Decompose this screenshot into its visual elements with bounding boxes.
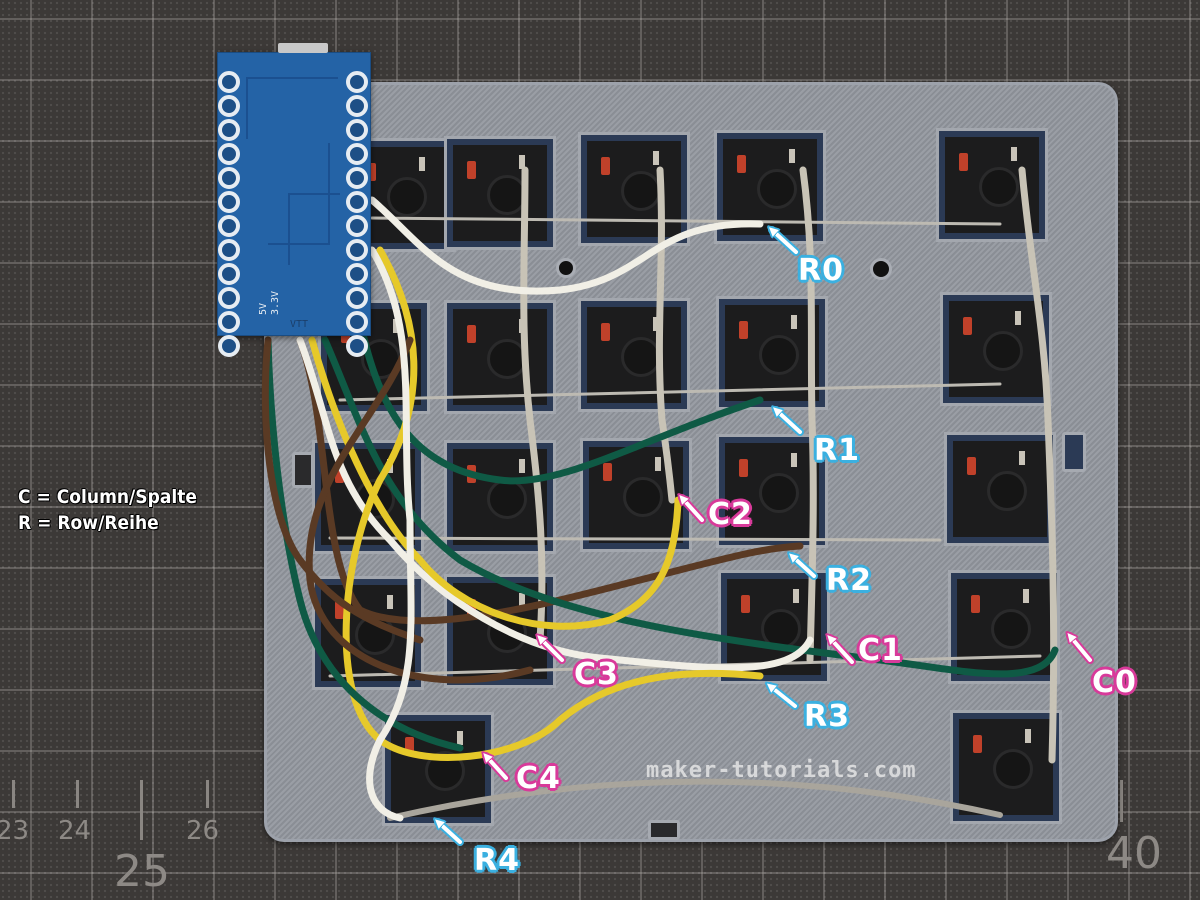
arrow-up-left-icon-c4: [486, 756, 510, 782]
wire-green-c0: [321, 336, 1059, 678]
screw-hole: [556, 258, 576, 278]
arrow-up-left-icon-r2: [792, 556, 818, 580]
arrow-up-left-icon-r0: [772, 230, 800, 256]
arrow-up-left-icon-c0: [1070, 636, 1094, 664]
ruler-tick: [12, 780, 15, 808]
ruler-tick: [140, 780, 143, 840]
wire-yellow-c2: [308, 336, 682, 630]
arrow-up-left-icon-r1: [776, 410, 804, 436]
key-switch-r4-c0: [950, 710, 1062, 824]
wire-white-r3: [296, 336, 814, 672]
diode: [741, 595, 750, 613]
col-wire-c1: [799, 166, 817, 664]
diode: [335, 465, 344, 483]
diode: [971, 595, 980, 613]
label-r2: R2: [826, 563, 872, 598]
label-c3: C3: [574, 657, 619, 692]
label-r3: R3: [804, 699, 850, 734]
arrow-up-left-icon-c3: [540, 638, 566, 664]
arrow-up-left-icon-r4: [438, 822, 464, 846]
pro-micro-board: 5V 3.3V VTT: [217, 43, 371, 357]
diode: [405, 737, 414, 755]
wire-brown-r2: [296, 336, 804, 625]
row-wire-r4: [387, 778, 1003, 821]
diode: [963, 317, 972, 335]
silk-mark: VTT: [290, 319, 309, 330]
watermark: maker-tutorials.com: [646, 758, 917, 783]
legend-column: C = Column/Spalte: [18, 486, 198, 508]
ruler-number: 40: [1106, 828, 1162, 879]
diode: [467, 161, 476, 179]
wire-white-r0: [368, 196, 764, 295]
diode: [739, 459, 748, 477]
usb-connector: [278, 43, 328, 53]
key-switch-r2-c1: [716, 434, 828, 548]
ruler-tick: [76, 780, 79, 808]
label-r4: R4: [474, 843, 520, 878]
key-switch-r2-c0: [944, 432, 1056, 546]
screw-hole: [870, 258, 892, 280]
wire-yellow-c4: [342, 246, 764, 761]
ruler-number: 26: [186, 816, 220, 846]
label-r0: R0: [798, 253, 844, 288]
wire-white-r4: [366, 246, 415, 822]
wire-green-r1: [356, 316, 764, 485]
diode: [335, 601, 344, 619]
diode: [467, 325, 476, 343]
label-c2: C2: [708, 497, 753, 532]
ruler-tick: [206, 780, 209, 808]
label-r1: R1: [814, 433, 860, 468]
pin-header-right: [346, 71, 370, 359]
wire-brown-c3: [305, 336, 534, 684]
ruler-tick: [1120, 780, 1123, 822]
legend-row: R = Row/Reihe: [18, 512, 159, 534]
label-c0: C0: [1092, 665, 1137, 700]
key-switch-r1-c0: [940, 292, 1052, 406]
key-switch-r0-c3: [444, 136, 556, 250]
arrow-up-left-icon-c1: [830, 638, 856, 666]
row-wire-r0: [370, 216, 1002, 226]
label-c4: C4: [516, 761, 561, 796]
col-wire-c2: [655, 166, 676, 504]
legend: C = Column/Spalte R = Row/Reihe: [18, 484, 197, 536]
ruler-number: 24: [58, 816, 92, 846]
plate-slot: [1062, 432, 1086, 472]
ruler-number: 23: [0, 816, 30, 846]
diode: [601, 323, 610, 341]
diode: [739, 321, 748, 339]
diode: [959, 153, 968, 171]
label-c1: C1: [858, 633, 903, 668]
diode: [603, 463, 612, 481]
diode: [601, 157, 610, 175]
diode: [973, 735, 982, 753]
diode: [367, 163, 376, 181]
col-wire-c3: [520, 166, 546, 644]
plate-slot: [648, 820, 680, 840]
wire-brown-extra: [261, 336, 424, 644]
arrow-up-left-icon-c2: [682, 498, 706, 524]
pin-header-left: [218, 71, 242, 359]
row-wire-r1: [338, 382, 1002, 402]
diode: [967, 457, 976, 475]
arrow-up-left-icon-r3: [770, 686, 799, 710]
diode: [737, 155, 746, 173]
ruler-number: 25: [114, 846, 170, 897]
